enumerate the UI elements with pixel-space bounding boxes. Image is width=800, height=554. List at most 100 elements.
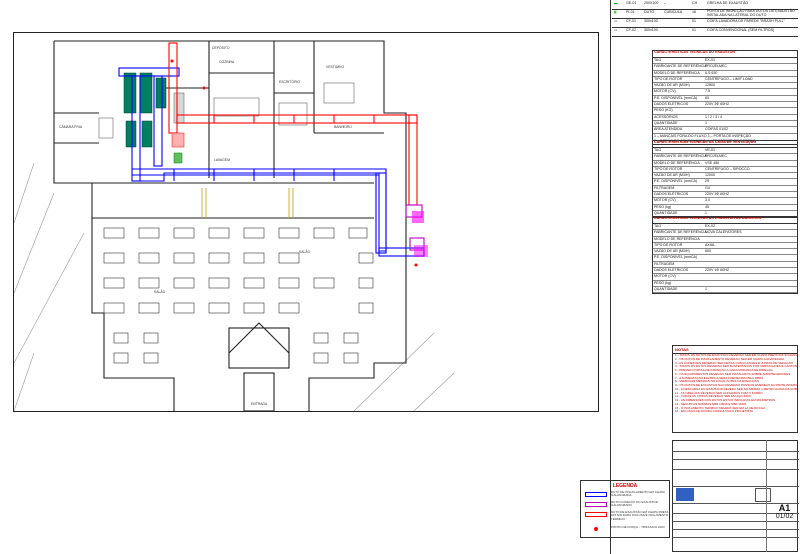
legend-dash: CUBICULA (664, 10, 683, 14)
legend-item: DUTO CONEXÃO DO EXAUSTOR GALVANIZADO (585, 500, 669, 509)
note-line: 3 - AS CONEXÕES DEVERÃO SER FEITAS COM F… (675, 361, 793, 365)
row-value: NOVA CALEFATORES (705, 230, 742, 235)
tb-line (673, 537, 799, 538)
note-line: 13 - AS DIMENSÕES DOS DUTOS ESTÃO INDICA… (675, 399, 776, 402)
legend-desc: COIFA LAVADORA DE PAREDE "BRASH PULL" (707, 19, 785, 23)
room-label-escritorio: ESCRITÓRIO (279, 79, 300, 84)
row-key: FABRICANTE DE REFERÊNCIA (654, 154, 707, 159)
row-key: FILTRAGEM (654, 185, 675, 190)
room-label-salao-2: SALÃO (154, 289, 166, 294)
legend-size: 300x100 (644, 19, 658, 23)
table-row: P.E. DISPONÍVEL (mmCA) (653, 255, 797, 262)
legend-swatch (585, 512, 607, 517)
table-row: P.E. DISPONÍVEL (mmCA)60 (653, 95, 797, 103)
legend-desc: PORTA DE INSPEÇÃO PARA DUTOS DE EXAUSTÃO… (707, 9, 795, 17)
legend-size: 300x100 (644, 28, 658, 32)
row-key: DADOS ELÉTRICOS (654, 102, 689, 107)
row-value: 3,0 (705, 198, 710, 203)
room-label-vestiario: VESTIÁRIO (326, 65, 344, 69)
row-value: 220V 3Φ 60HZ (705, 192, 730, 197)
tb-line (673, 503, 799, 504)
tb-line (673, 451, 799, 452)
legend-title: LEGENDA (612, 483, 638, 489)
row-value: 600 (705, 249, 711, 254)
note-line: 11 - AS GRELHAS DEVERÃO SER ALINHADAS CO… (675, 391, 763, 395)
legend-desc: COIFA CONVENCIONAL (SEM FILTROS) (707, 28, 775, 32)
row-key: MODELO DE REFERÊNCIA (654, 70, 700, 75)
room-label-lavagem: LAVAGEM (214, 158, 230, 162)
note-line: 12 - TODAS AS COIFAS DEVERÃO SER EM AÇO … (675, 395, 751, 399)
table-row: MODELO DE REFERÊNCIA VSE 450 (653, 161, 797, 167)
row-key: DADOS ELÉTRICOS (654, 192, 689, 197)
row-key: FABRICANTE DE REFERÊNCIA (654, 230, 707, 235)
room-label-banheiro: BANHEIRO (334, 125, 352, 129)
row-key: QUANTIDADE (654, 286, 678, 291)
company-logo-icon (676, 488, 694, 501)
note-line: 1 - TODOS OS DUTOS DE EXAUSTÃO DEVERÃO S… (675, 354, 797, 357)
row-key: ÁREA ATENDIDA (654, 127, 683, 132)
table-row: FILTRAGEM (653, 262, 797, 269)
table-row: VAZÃO DE AR (M3/H)12000 (653, 173, 797, 180)
row-key: MODELO DE REFERÊNCIA (654, 160, 700, 165)
table-footnote: 1 – MANCAIS FORA DO FLUXO 3 – PORTA DE I… (653, 134, 797, 139)
note-line: 10 - A DESCARGA DO EXAUSTOR DEVERÁ SER N… (675, 387, 797, 391)
row-value: COIFAS 01/02 (705, 127, 729, 132)
row-key: TAG (654, 148, 662, 152)
row-key: TAG (654, 224, 662, 228)
legend-size: DUTO (644, 10, 655, 14)
note-line: 4 - TODOS OS DUTOS DEVERÃO SER SUSTENTAD… (675, 365, 797, 369)
row-key: MOTOR (CV) (654, 198, 676, 203)
legend-mark: 01 (692, 19, 696, 23)
legend-symbol-icon: ◧ (614, 10, 618, 14)
legend-mark: 01 (692, 28, 696, 32)
sheet-size: A1 (778, 503, 791, 513)
room-label-cozinha: COZINHA (219, 60, 235, 64)
tb-line (673, 459, 799, 460)
row-value: 25 (705, 179, 709, 184)
legend-item-text: DUTO CONEXÃO DO EXAUSTOR GALVANIZADO (611, 500, 658, 508)
table-row: PESO (kg) (653, 281, 797, 287)
row-value: EX-02 (705, 224, 715, 228)
row-value: 1 (705, 286, 707, 291)
row-key: FABRICANTE DE REFERÊNCIA (654, 64, 707, 69)
sheet-id: A1 01/02 (771, 503, 798, 529)
row-key: MOTOR (CV) (654, 89, 676, 94)
row-value: G4 (705, 185, 710, 190)
note-line: 9 - OS DUTOS DE EXAUSTÃO NÃO DEVERÃO POS… (675, 384, 797, 387)
notes-panel: NOTAS 1 - TODOS OS DUTOS DE EXAUSTÃO DEV… (672, 345, 798, 433)
row-value: 1 (705, 120, 707, 125)
legend-swatch (585, 492, 607, 497)
row-value: VSE 450 (705, 160, 720, 165)
legend-mark: 16 (692, 10, 696, 14)
exhaust-specs-table: CARACTERÍSTICAS TÉCNICAS DO EXAUSTOR TAG… (652, 50, 798, 146)
legend-symbol-icon: ▭ (614, 28, 618, 32)
note-line: 15 - O ISOLAMENTO TÉRMICO DEVERÁ SER EM … (675, 406, 766, 410)
row-value: 220V 1Φ 60HZ (705, 268, 730, 273)
floor-plan-drawing: COZINHA SALÃO SALÃO DEPÓSITO ENTRADA VES… (14, 40, 455, 412)
legend-row: ◧ PI-01 DUTO CUBICULA 16 PORTA DE INSPEÇ… (612, 9, 798, 19)
title-block: A1 01/02 (672, 440, 799, 552)
legend-row: ▭ CF-01 300x100 01 COIFA LAVADORA DE PAR… (612, 18, 798, 28)
row-value: 60 (705, 95, 709, 100)
row-value: PROJELMEC (705, 64, 727, 69)
fan-units (171, 132, 428, 257)
table-row: PESO (KG) (653, 108, 797, 115)
legend-item-text: DUTO DE INSUFLAMENTO EM CHAPA GALVANIZAD… (611, 490, 665, 498)
footnote-text: 1 – MANCAIS FORA DO FLUXO 3 – PORTA DE I… (654, 133, 751, 138)
row-value: 12800 (705, 83, 715, 88)
row-value: 7.5 (705, 89, 710, 94)
legend-desc: GRELHA DE EXAUSTÃO (707, 1, 749, 5)
row-value: 12000 (705, 173, 715, 178)
row-key: QUANTIDADE (654, 120, 678, 125)
